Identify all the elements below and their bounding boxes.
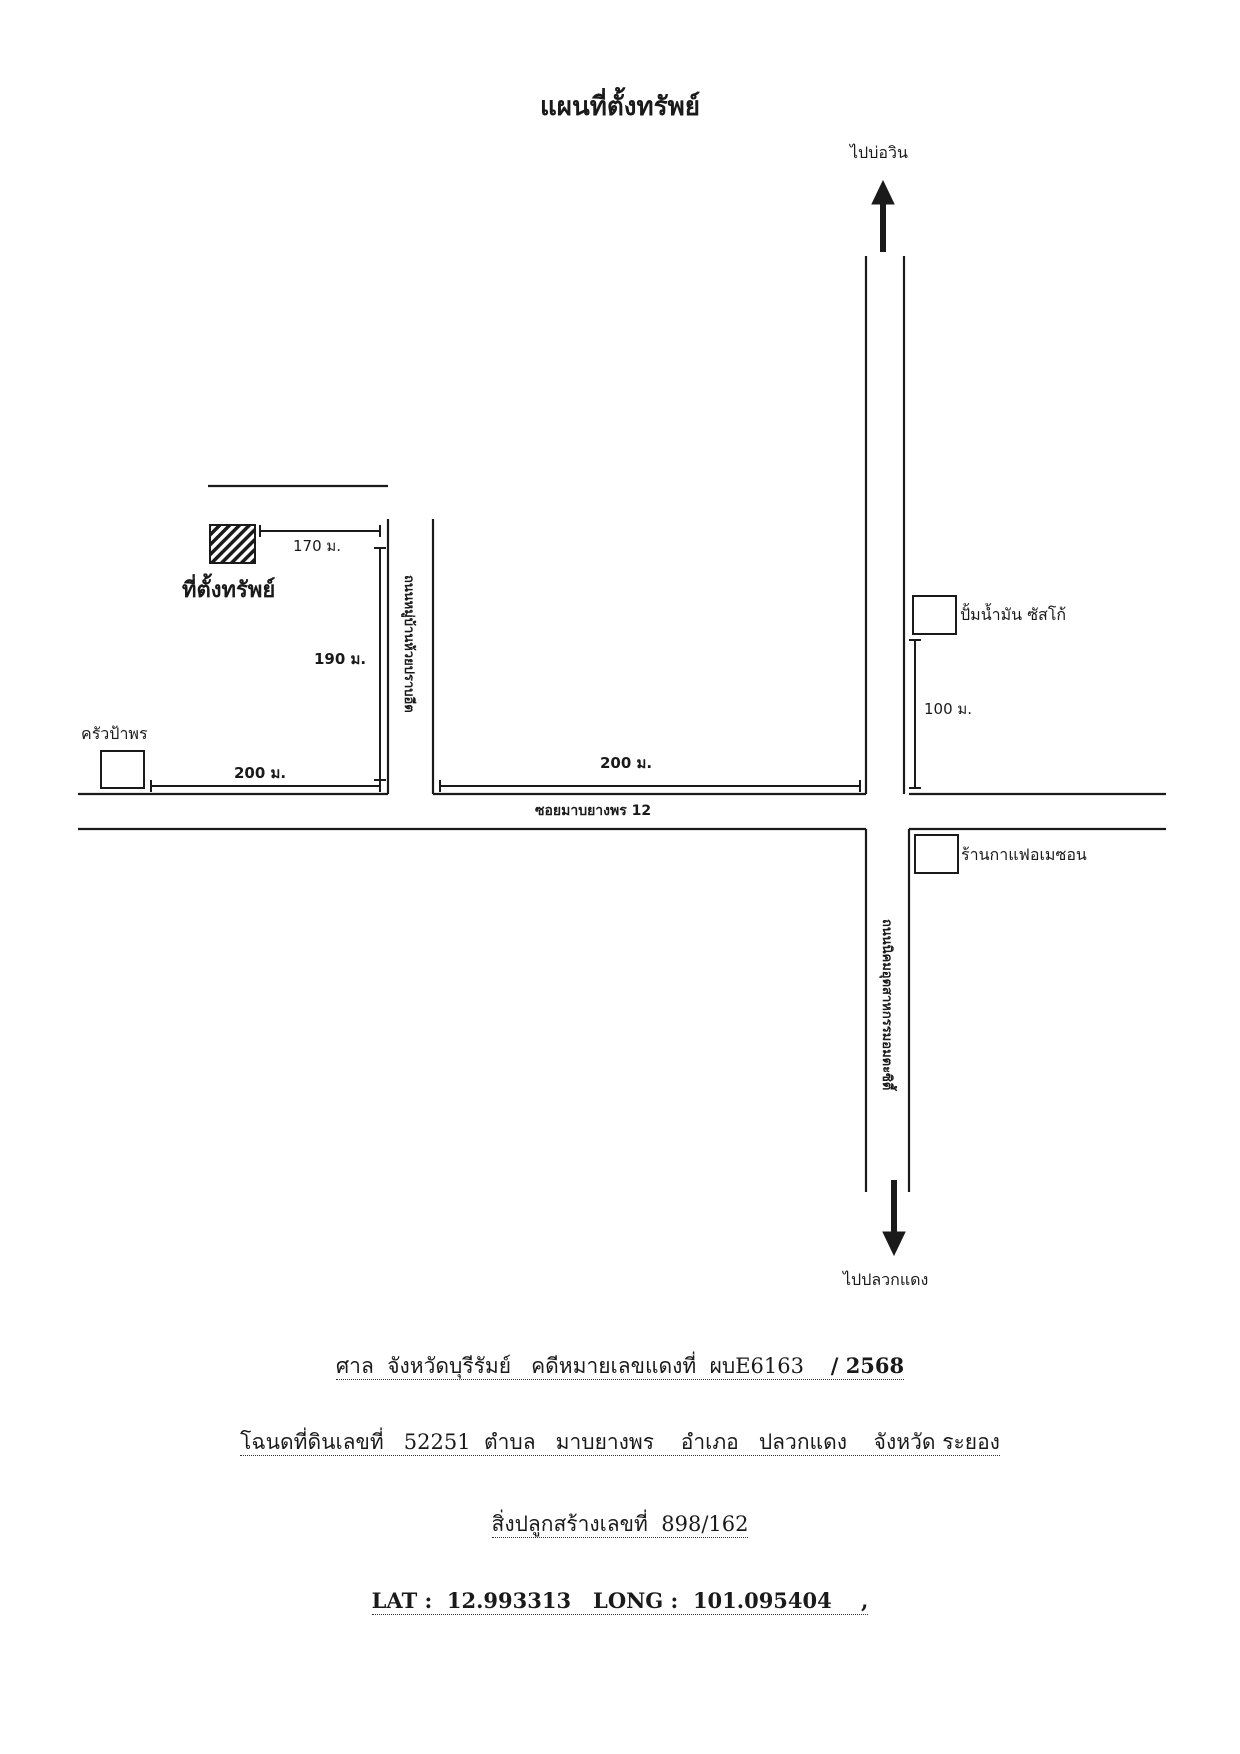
gas-station-box xyxy=(912,595,957,635)
to-south-label: ไปปลวกแดง xyxy=(843,1270,929,1289)
trailing-mark: , xyxy=(861,1588,869,1613)
arrow-up-icon xyxy=(871,179,895,252)
hatched-square-icon xyxy=(209,524,256,564)
building-prefix: สิ่งปลูกสร้างเลขที่ xyxy=(491,1512,648,1536)
changwat-name: ระยอง xyxy=(942,1430,1000,1454)
distance-190-label: 190 ม. xyxy=(314,650,367,668)
title-deed-line: โฉนดที่ดินเลขที่ 52251 ตำบล มาบยางพร อำเ… xyxy=(0,1426,1240,1459)
tambon-prefix: ตำบล xyxy=(483,1430,536,1454)
deed-prefix: โฉนดที่ดินเลขที่ xyxy=(240,1430,384,1454)
distance-200-mid-label: 200 ม. xyxy=(600,754,653,772)
case-prefix: คดีหมายเลขแดงที่ xyxy=(531,1354,697,1378)
building-number: 898/162 xyxy=(661,1512,749,1536)
court-case-line: ศาล จังหวัดบุรีรัมย์ คดีหมายเลขแดงที่ ผบ… xyxy=(0,1350,1240,1383)
long-prefix: LONG : xyxy=(593,1588,679,1613)
distance-170-label: 170 ม. xyxy=(293,537,342,555)
building-number-line: สิ่งปลูกสร้างเลขที่ 898/162 xyxy=(0,1508,1240,1541)
amphoe-prefix: อำเภอ xyxy=(680,1430,739,1454)
case-number: ผบE6163 xyxy=(709,1354,805,1378)
long-value: 101.095404 xyxy=(692,1588,832,1613)
arrow-down-icon xyxy=(882,1180,906,1257)
page-title: แผนที่ตั้งทรัพย์ xyxy=(540,92,700,122)
coffee-shop-box xyxy=(914,834,959,874)
distance-200-left-label: 200 ม. xyxy=(234,764,287,782)
court-name: จังหวัดบุรีรัมย์ xyxy=(387,1354,512,1378)
coordinates-line: LAT : 12.993313 LONG : 101.095404 , xyxy=(0,1588,1240,1615)
soi-name-label: ซอยมาบยางพร 12 xyxy=(535,803,652,819)
court-prefix: ศาล xyxy=(335,1354,374,1378)
tambon-name: มาบยางพร xyxy=(555,1430,655,1454)
industrial-road-label: ถนนนิคมอุตสาหกรรมอมตะซิตี้ xyxy=(879,919,894,1091)
krua-pa-porn-box xyxy=(100,750,145,789)
changwat-prefix: จังหวัด xyxy=(873,1430,936,1454)
krua-pa-porn-label: ครัวป้าพร xyxy=(81,724,148,743)
coffee-shop-label: ร้านกาแฟอเมซอน xyxy=(961,845,1087,864)
lat-prefix: LAT : xyxy=(371,1588,433,1613)
to-north-label: ไปบ่อวิน xyxy=(850,143,908,162)
distance-100-label: 100 ม. xyxy=(924,700,973,718)
property-label: ที่ตั้งทรัพย์ xyxy=(182,577,276,603)
amphoe-name: ปลวกแดง xyxy=(758,1430,847,1454)
deed-number: 52251 xyxy=(403,1430,471,1454)
gas-station-label: ปั้มน้ำมัน ซัสโก้ xyxy=(960,605,1067,624)
village-road-label: ถนนหมู่บ้านห้วยปราบอีต xyxy=(401,575,416,713)
case-year: / 2568 xyxy=(830,1353,905,1378)
lat-value: 12.993313 xyxy=(446,1588,572,1613)
